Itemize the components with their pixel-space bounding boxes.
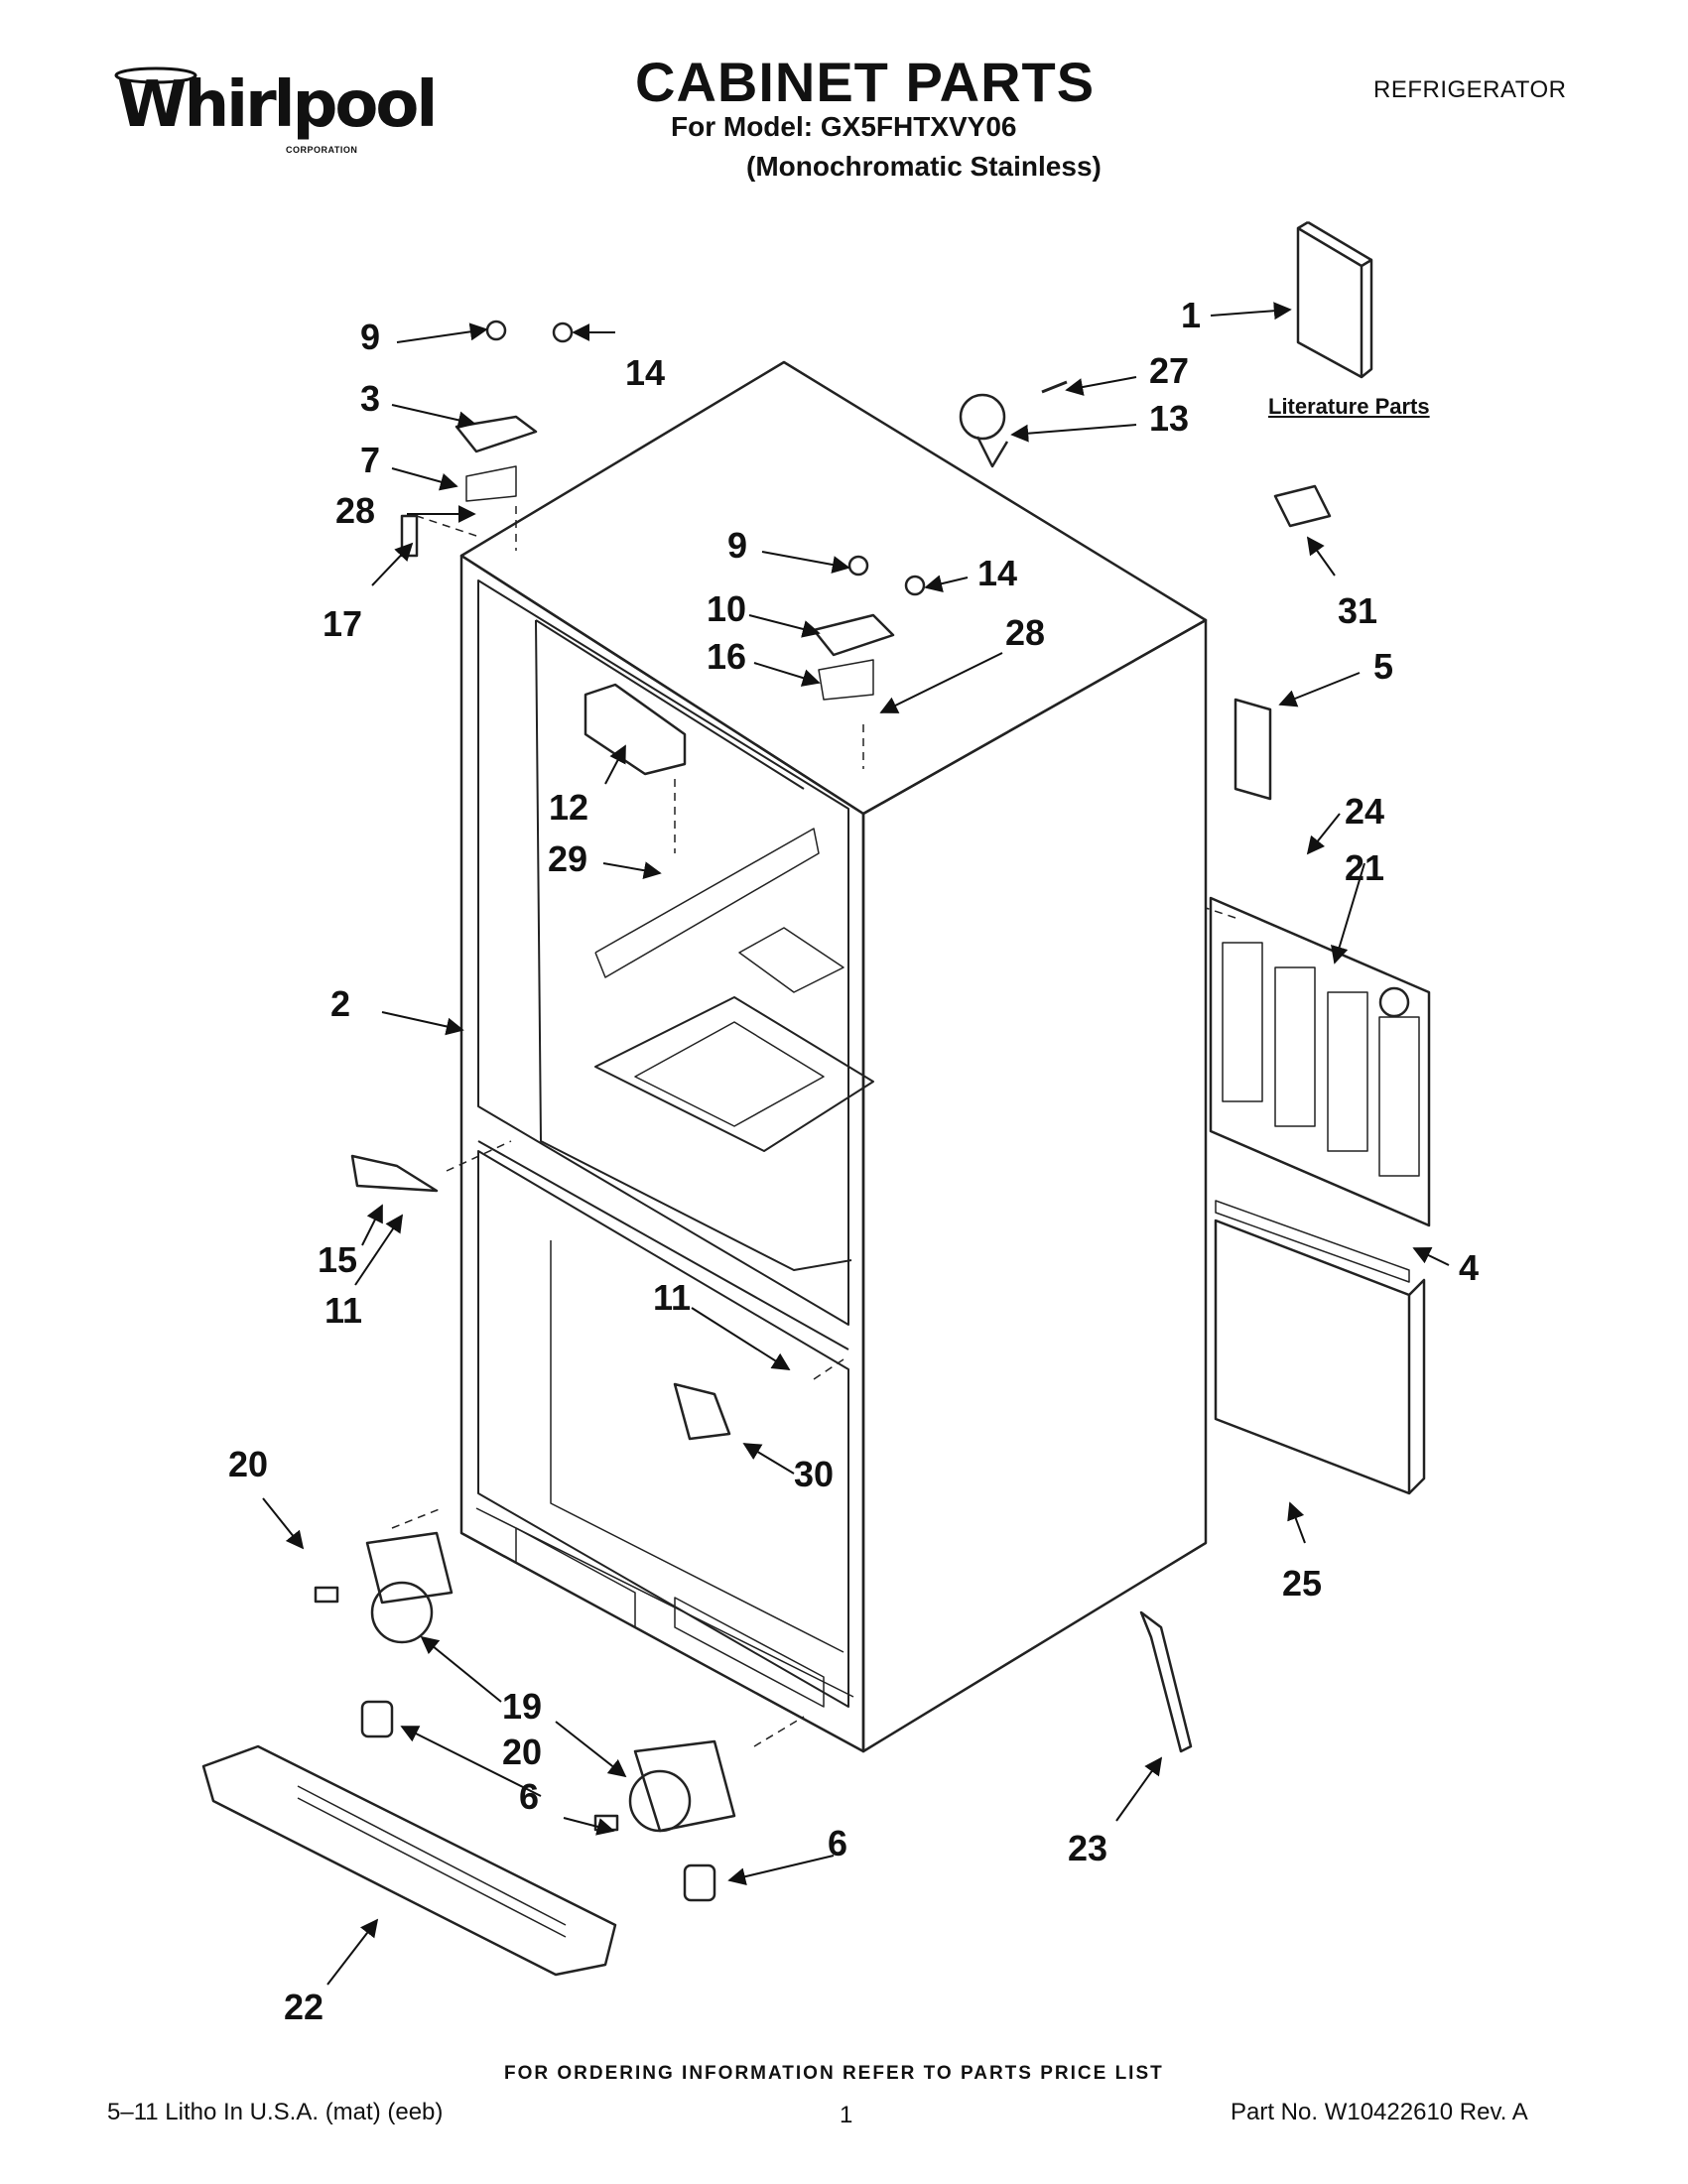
- callout-12: 12: [549, 787, 589, 828]
- callout-20-left: 20: [228, 1444, 269, 1484]
- hinge-bracket-middle: [350, 1154, 731, 1441]
- callout-17: 17: [323, 603, 363, 644]
- callout-11-left: 11: [325, 1290, 363, 1331]
- control-housing: [584, 683, 687, 776]
- ordering-note: FOR ORDERING INFORMATION REFER TO PARTS …: [504, 2063, 1164, 2084]
- callout-13: 13: [1149, 398, 1190, 439]
- logo-swirl-icon: [114, 66, 197, 84]
- callout-9-upper: 9: [360, 317, 381, 357]
- center-hinge: [812, 555, 926, 701]
- left-rollers-and-leveler: [314, 1531, 736, 1902]
- toe-grille: [201, 1744, 617, 1977]
- callout-6-right: 6: [828, 1823, 848, 1863]
- whirlpool-logo: Whirlpool CORPORATION: [111, 65, 438, 157]
- upper-left-hinge: [454, 320, 574, 502]
- callout-14-center: 14: [977, 553, 1018, 593]
- callout-19: 19: [502, 1686, 543, 1727]
- callout-15: 15: [318, 1239, 358, 1280]
- callout-22: 22: [284, 1987, 325, 2027]
- callout-4: 4: [1459, 1247, 1480, 1288]
- cabinet-shell: [459, 360, 1208, 1753]
- callout-24: 24: [1345, 791, 1385, 832]
- callout-5: 5: [1373, 646, 1394, 687]
- wire-clip: [1273, 484, 1332, 528]
- rear-grille-panel: [1209, 896, 1431, 1227]
- water-line-clamp: [1139, 1610, 1193, 1753]
- callout-6-left: 6: [519, 1776, 540, 1817]
- callout-9-center: 9: [727, 525, 748, 566]
- category-label: REFRIGERATOR: [1373, 76, 1567, 103]
- rear-access-panel: [1214, 1200, 1426, 1495]
- page-number: 1: [840, 2102, 853, 2128]
- logo-corporation: CORPORATION: [286, 145, 358, 155]
- model-line: For Model: GX5FHTXVY06: [671, 111, 1017, 142]
- logo-wordmark: Whirlpool: [117, 68, 438, 142]
- callout-28-center: 28: [1005, 612, 1046, 653]
- callout-30: 30: [794, 1454, 835, 1494]
- callout-7: 7: [360, 440, 381, 480]
- callout-27: 27: [1149, 350, 1190, 391]
- part-number: Part No. W10422610 Rev. A: [1231, 2099, 1528, 2125]
- callout-29: 29: [548, 838, 588, 879]
- callout-16: 16: [707, 636, 747, 677]
- variant-line: (Monochromatic Stainless): [746, 151, 1102, 182]
- litho-info: 5–11 Litho In U.S.A. (mat) (eeb): [107, 2099, 444, 2125]
- literature-booklet: [1296, 220, 1373, 379]
- callout-11-center: 11: [653, 1277, 692, 1318]
- callout-20-right: 20: [502, 1732, 543, 1772]
- page-title: CABINET PARTS: [635, 51, 1096, 113]
- callout-3: 3: [360, 378, 381, 419]
- callout-14-upper: 14: [625, 352, 666, 393]
- callout-28-upper: 28: [335, 490, 376, 531]
- callout-31: 31: [1338, 590, 1378, 631]
- literature-parts-label: Literature Parts: [1268, 394, 1430, 419]
- callout-2: 2: [330, 983, 351, 1024]
- mullion-clip: [1234, 698, 1272, 801]
- callout-25: 25: [1282, 1563, 1323, 1604]
- door-closer-cam: [959, 380, 1068, 468]
- small-bracket: [400, 514, 419, 558]
- callout-23: 23: [1068, 1828, 1108, 1868]
- callout-21: 21: [1345, 847, 1385, 888]
- callout-10: 10: [707, 588, 747, 629]
- callout-1: 1: [1181, 295, 1202, 335]
